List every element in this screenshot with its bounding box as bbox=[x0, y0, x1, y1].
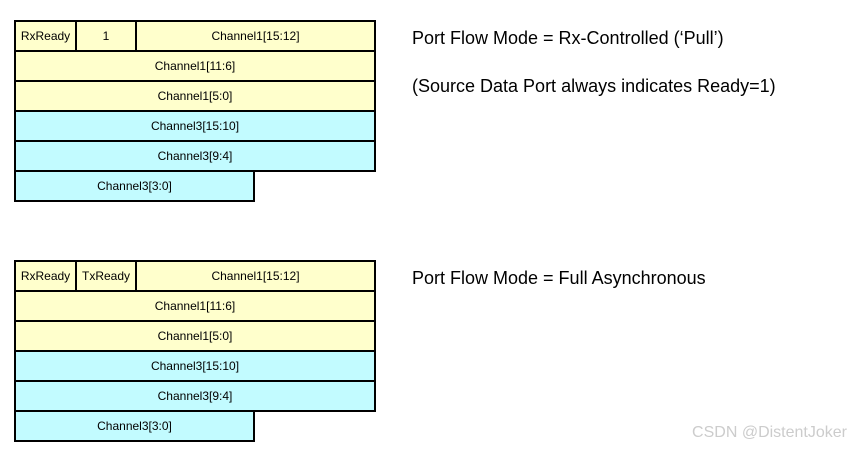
bitfield-row: Channel1[5:0] bbox=[14, 320, 376, 352]
cell-channel3-15-10: Channel3[15:10] bbox=[16, 112, 374, 140]
cell-channel1-5-0: Channel1[5:0] bbox=[16, 82, 374, 110]
bitfield-row: Channel1[11:6] bbox=[14, 290, 376, 322]
cell-channel3-9-4: Channel3[9:4] bbox=[16, 142, 374, 170]
bitfield-row: Channel1[11:6] bbox=[14, 50, 376, 82]
bitfield-row: Channel3[15:10] bbox=[14, 350, 376, 382]
cell-ready-constant: 1 bbox=[75, 22, 135, 50]
cell-channel1-5-0: Channel1[5:0] bbox=[16, 322, 374, 350]
cell-channel3-3-0: Channel3[3:0] bbox=[16, 172, 253, 200]
bitfield-diagram-rx-controlled: RxReady 1 Channel1[15:12] Channel1[11:6]… bbox=[14, 20, 376, 202]
cell-channel3-9-4: Channel3[9:4] bbox=[16, 382, 374, 410]
cell-channel1-15-12: Channel1[15:12] bbox=[135, 22, 374, 50]
cell-rxready: RxReady bbox=[16, 262, 75, 290]
bitfield-row: Channel3[3:0] bbox=[14, 410, 255, 442]
cell-channel3-3-0: Channel3[3:0] bbox=[16, 412, 253, 440]
bitfield-row: Channel3[3:0] bbox=[14, 170, 255, 202]
bitfield-row: RxReady 1 Channel1[15:12] bbox=[14, 20, 376, 52]
cell-channel1-15-12: Channel1[15:12] bbox=[135, 262, 374, 290]
bitfield-row: Channel1[5:0] bbox=[14, 80, 376, 112]
cell-channel1-11-6: Channel1[11:6] bbox=[16, 52, 374, 80]
caption-flow-mode-rx-controlled: Port Flow Mode = Rx-Controlled (‘Pull’) bbox=[412, 28, 724, 48]
bitfield-row: Channel3[9:4] bbox=[14, 140, 376, 172]
cell-channel3-15-10: Channel3[15:10] bbox=[16, 352, 374, 380]
bitfield-row: Channel3[9:4] bbox=[14, 380, 376, 412]
bitfield-row: RxReady TxReady Channel1[15:12] bbox=[14, 260, 376, 292]
bitfield-row: Channel3[15:10] bbox=[14, 110, 376, 142]
cell-channel1-11-6: Channel1[11:6] bbox=[16, 292, 374, 320]
caption-source-ready-note: (Source Data Port always indicates Ready… bbox=[412, 76, 776, 96]
bitfield-diagram-full-asynchronous: RxReady TxReady Channel1[15:12] Channel1… bbox=[14, 260, 376, 442]
cell-rxready: RxReady bbox=[16, 22, 75, 50]
caption-flow-mode-full-asynchronous: Port Flow Mode = Full Asynchronous bbox=[412, 268, 706, 288]
watermark-text: CSDN @DistentJoker bbox=[692, 424, 847, 441]
cell-txready: TxReady bbox=[75, 262, 135, 290]
